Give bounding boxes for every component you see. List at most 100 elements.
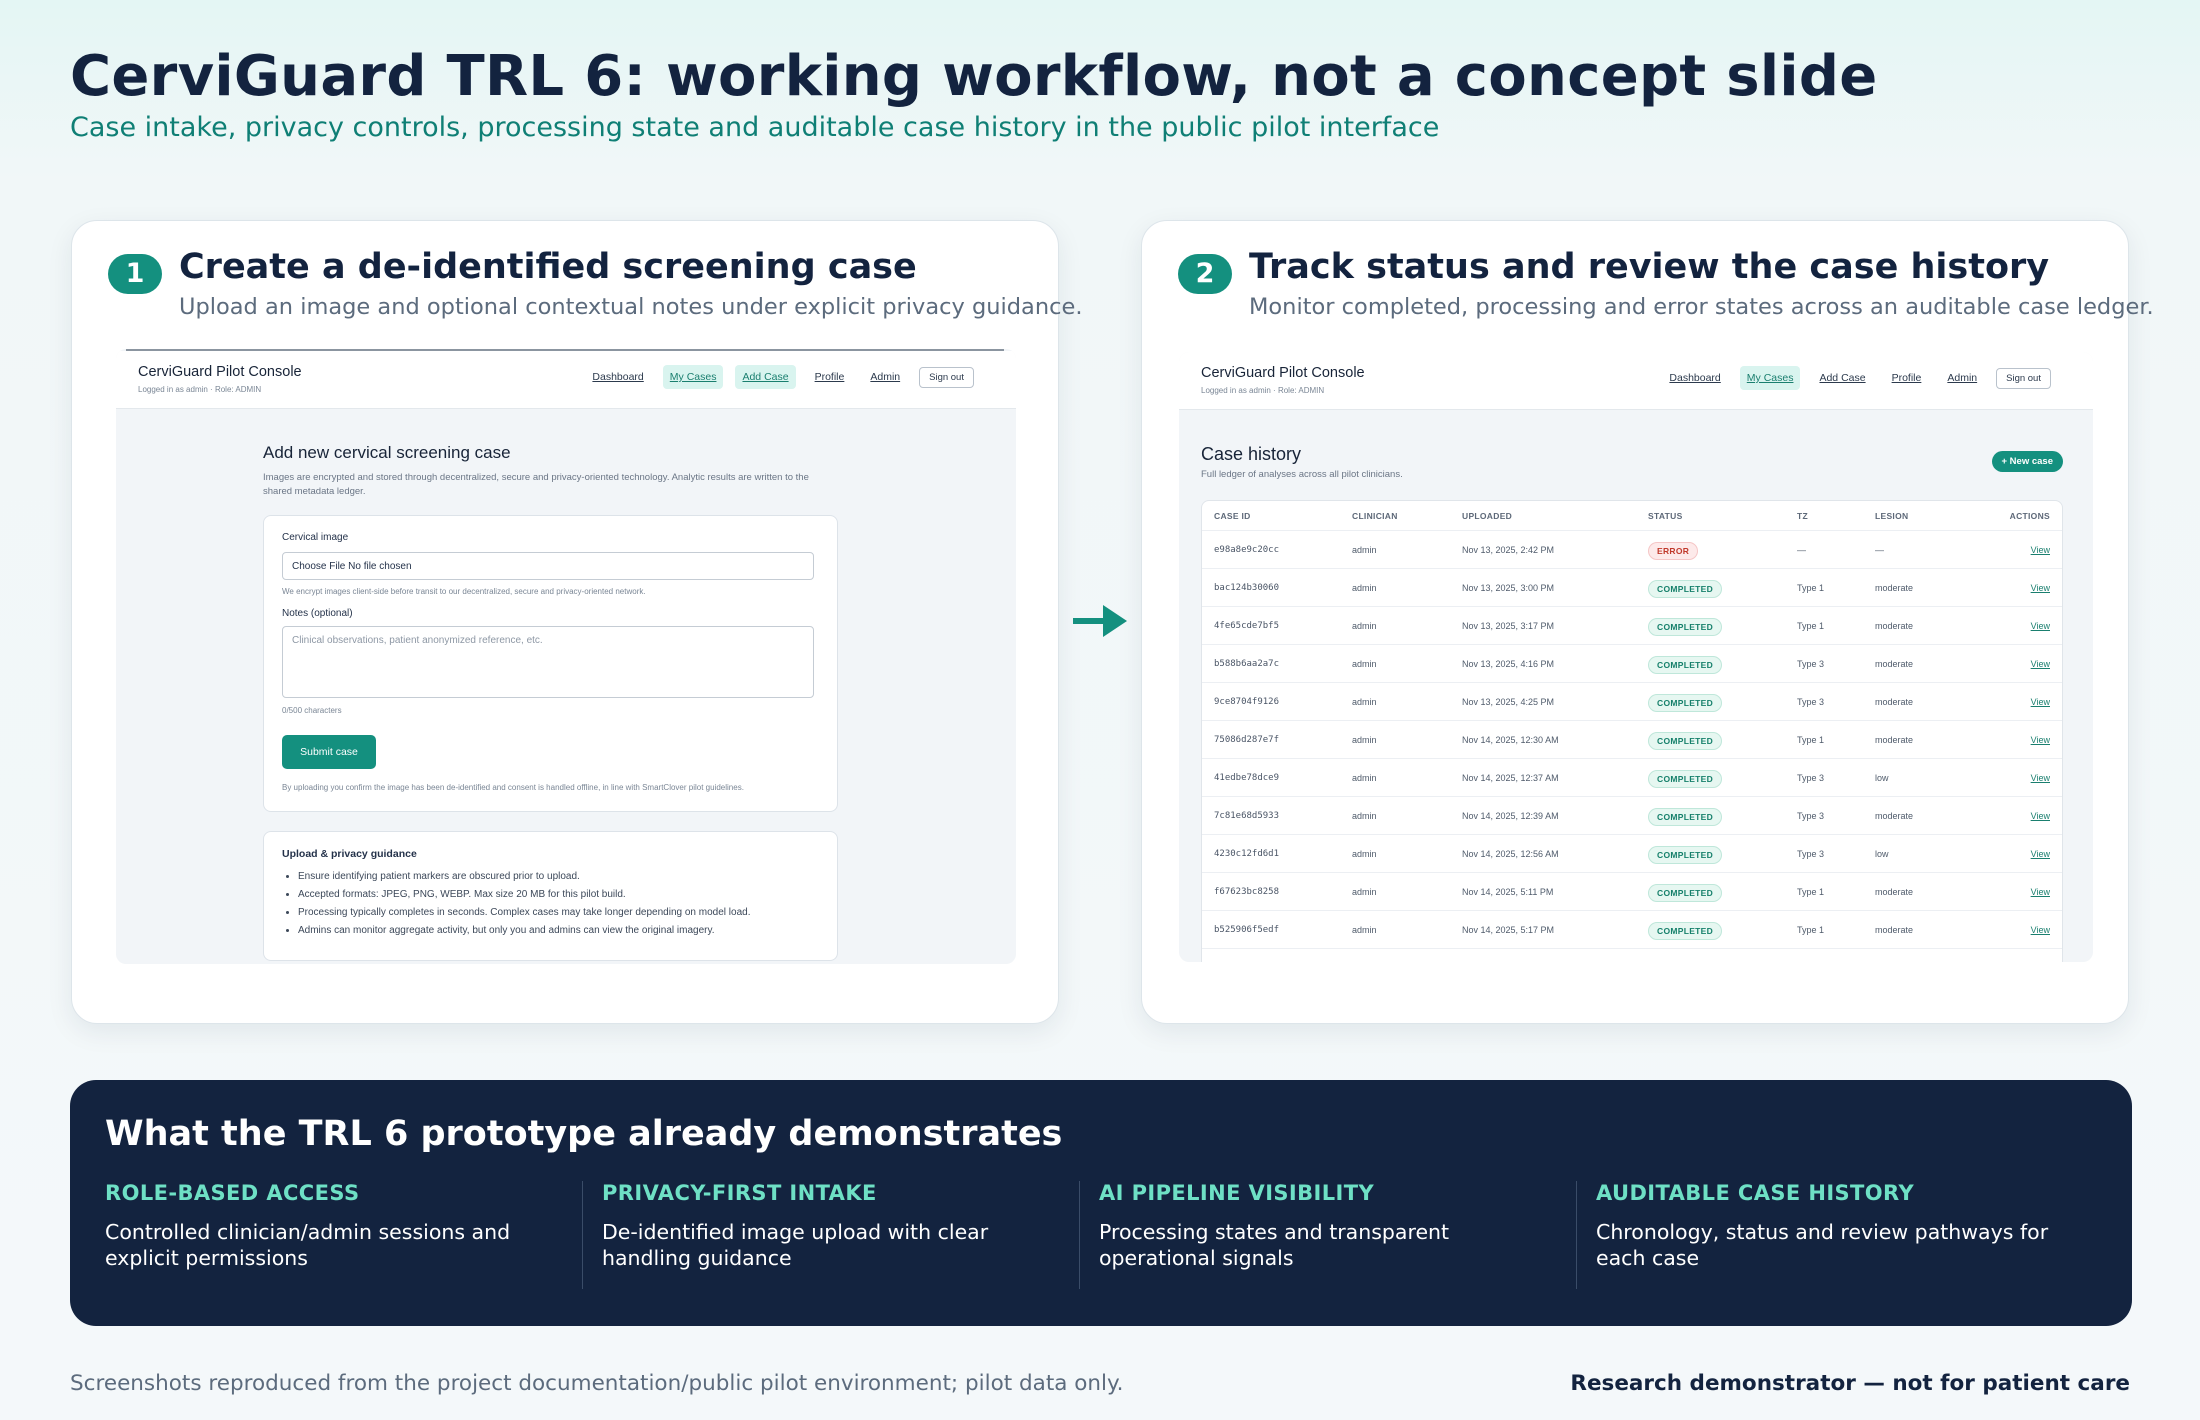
view-link[interactable]: View	[2030, 621, 2050, 631]
nav-add-case[interactable]: Add Case	[1819, 372, 1866, 384]
step-number-badge: 2	[1178, 254, 1232, 294]
table-header-row: CASE ID CLINICIAN UPLOADED STATUS TZ LES…	[1202, 501, 2062, 531]
nav-add-case[interactable]: Add Case	[735, 365, 796, 389]
case-id: 7c81e68d5933	[1214, 811, 1280, 821]
case-id: 4230c12fd6d1	[1214, 849, 1280, 859]
file-hint: We encrypt images client-side before tra…	[282, 587, 646, 596]
clinician-cell: admin	[1352, 887, 1377, 897]
case-id: 75086d287e7f	[1214, 735, 1280, 745]
nav-dashboard[interactable]: Dashboard	[592, 371, 644, 383]
list-item: Ensure identifying patient markers are o…	[298, 868, 750, 886]
step-1-title: Create a de-identified screening case	[179, 247, 917, 287]
new-case-button[interactable]: + New case	[1991, 451, 2063, 472]
uploaded-cell: Nov 14, 2025, 12:39 AM	[1462, 811, 1559, 821]
history-subtitle: Full ledger of analyses across all pilot…	[1201, 469, 1403, 480]
tz-cell: Type 1	[1797, 887, 1825, 897]
case-id: bac124b30060	[1214, 583, 1280, 593]
view-link[interactable]: View	[2030, 545, 2050, 555]
tz-cell: Type 1	[1797, 925, 1825, 935]
nav-bar: Dashboard My Cases Add Case Profile Admi…	[585, 365, 974, 389]
column-divider	[582, 1181, 583, 1289]
view-link[interactable]: View	[2030, 697, 2050, 707]
status-cell: COMPLETED	[1648, 645, 1723, 683]
status-badge: COMPLETED	[1648, 921, 1723, 940]
clinician-cell: admin	[1352, 735, 1377, 745]
column-header: STATUS	[1648, 511, 1683, 521]
nav-profile[interactable]: Profile	[814, 371, 845, 383]
list-item: Processing typically completes in second…	[298, 904, 750, 922]
notes-textarea[interactable]: Clinical observations, patient anonymize…	[282, 626, 814, 698]
view-link[interactable]: View	[2030, 583, 2050, 593]
lesion-cell: moderate	[1875, 659, 1914, 669]
column-header: ACTIONS	[2009, 511, 2050, 521]
view-link[interactable]: View	[2030, 925, 2050, 935]
intake-screenshot: CerviGuard Pilot Console Logged in as ad…	[116, 349, 1016, 964]
case-id: 4fe65cde7bf5	[1214, 621, 1280, 631]
clinician-cell: admin	[1352, 925, 1377, 935]
summary-text: De-identified image upload with clear ha…	[602, 1220, 989, 1270]
status-cell: COMPLETED	[1648, 797, 1723, 835]
summary-text: Processing states and transparent operat…	[1099, 1220, 1450, 1270]
nav-my-cases[interactable]: My Cases	[662, 365, 724, 389]
case-id: b525906f5edf	[1214, 925, 1280, 935]
status-cell: COMPLETED	[1648, 835, 1723, 873]
view-link[interactable]: View	[2030, 887, 2050, 897]
sign-out-button[interactable]: Sign out	[919, 366, 974, 388]
file-input[interactable]: Choose File No file chosen	[282, 552, 814, 580]
footer-note: Screenshots reproduced from the project …	[70, 1371, 1124, 1396]
view-link[interactable]: View	[2030, 811, 2050, 821]
login-status: Logged in as admin · Role: ADMIN	[1201, 386, 1325, 395]
view-link[interactable]: View	[2030, 735, 2050, 745]
nav-admin[interactable]: Admin	[870, 371, 901, 383]
view-link[interactable]: View	[2030, 659, 2050, 669]
uploaded-cell: Nov 13, 2025, 3:17 PM	[1462, 621, 1555, 631]
list-item: Accepted formats: JPEG, PNG, WEBP. Max s…	[298, 886, 750, 904]
tz-cell: Type 3	[1797, 773, 1825, 783]
step-1-card: 1 Create a de-identified screening case …	[71, 220, 1082, 1024]
view-link[interactable]: View	[2030, 849, 2050, 859]
uploaded-cell: Nov 14, 2025, 12:37 AM	[1462, 773, 1559, 783]
list-item: Admins can monitor aggregate activity, b…	[298, 922, 750, 940]
lesion-cell: low	[1875, 773, 1889, 783]
clinician-cell: admin	[1352, 811, 1377, 821]
lesion-cell: moderate	[1875, 697, 1914, 707]
divider	[126, 349, 1004, 351]
case-id: b588b6aa2a7c	[1214, 659, 1280, 669]
status-badge: COMPLETED	[1648, 693, 1723, 712]
summary-heading: PRIVACY-FIRST INTAKE	[602, 1181, 877, 1205]
summary-heading: AUDITABLE CASE HISTORY	[1596, 1181, 1915, 1205]
nav-profile[interactable]: Profile	[1891, 372, 1922, 384]
status-badge: COMPLETED	[1648, 807, 1723, 826]
status-cell: COMPLETED	[1648, 569, 1723, 607]
tz-cell: Type 3	[1797, 849, 1825, 859]
privacy-guidance-panel: Upload & privacy guidance Ensure identif…	[263, 831, 838, 961]
tz-cell: Type 3	[1797, 697, 1825, 707]
status-cell: COMPLETED	[1648, 683, 1723, 721]
page-title: CerviGuard TRL 6: working workflow, not …	[70, 44, 1878, 109]
status-badge: COMPLETED	[1648, 845, 1723, 864]
app-header: CerviGuard Pilot Console Logged in as ad…	[116, 351, 1016, 409]
lesion-cell: moderate	[1875, 735, 1914, 745]
history-title: Case history	[1201, 444, 1302, 464]
tz-cell: Type 3	[1797, 811, 1825, 821]
uploaded-cell: Nov 13, 2025, 4:16 PM	[1462, 659, 1555, 669]
status-cell: COMPLETED	[1648, 721, 1723, 759]
tz-cell: Type 1	[1797, 583, 1825, 593]
sign-out-button[interactable]: Sign out	[1996, 367, 2051, 389]
table-row: 7c81e68d5933 admin Nov 14, 2025, 12:39 AM C…	[1202, 797, 2062, 835]
lesion-cell: —	[1875, 545, 1884, 555]
nav-dashboard[interactable]: Dashboard	[1669, 372, 1721, 384]
step-2-title: Track status and review the case history	[1249, 247, 2050, 287]
nav-admin[interactable]: Admin	[1947, 372, 1978, 384]
notes-label: Notes (optional)	[282, 608, 353, 619]
column-divider	[1576, 1181, 1577, 1289]
view-link[interactable]: View	[2030, 773, 2050, 783]
submit-case-button[interactable]: Submit case	[282, 735, 376, 769]
nav-my-cases[interactable]: My Cases	[1739, 366, 1801, 390]
